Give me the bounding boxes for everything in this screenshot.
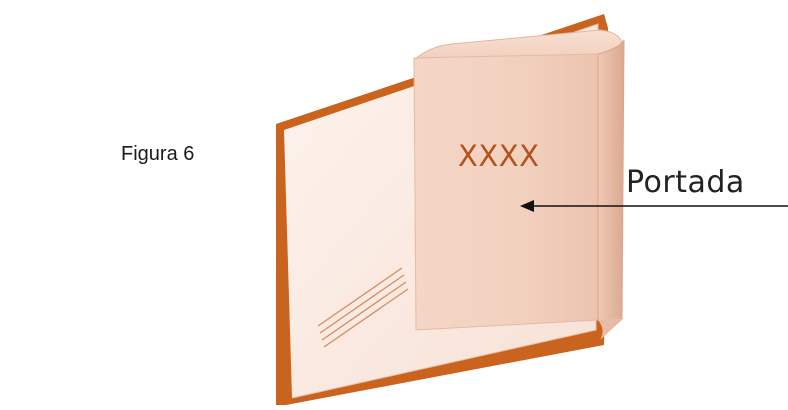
front-cover [414,54,598,330]
cover-title: XXXX [458,139,539,173]
cover-spine [598,40,624,340]
callout-label: Portada [626,165,745,200]
